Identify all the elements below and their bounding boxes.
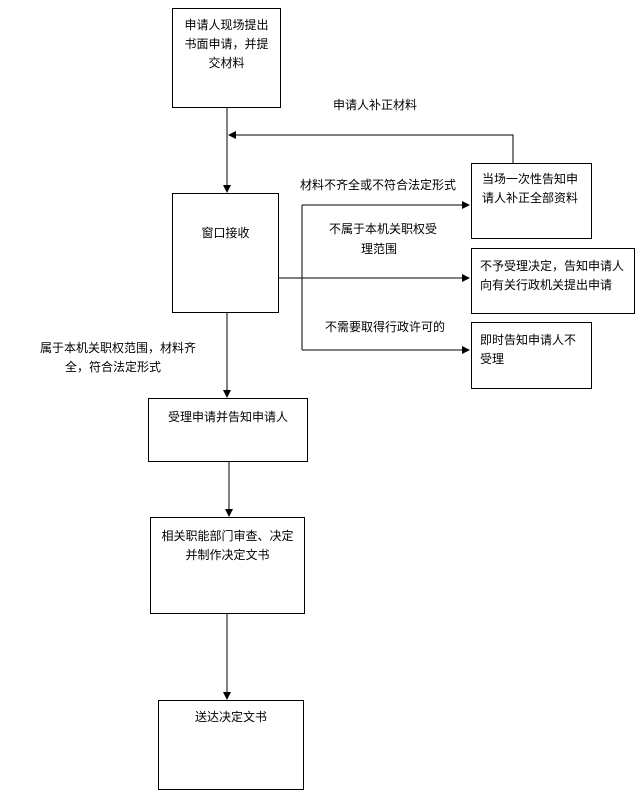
box-not-needed-notice: 即时告知申请人不 受理 [471, 322, 592, 389]
box-window-receive: 窗口接收 [172, 193, 279, 313]
label-resubmit: 申请人补正材料 [333, 98, 418, 112]
box-text: 当场一次性告知申 [482, 172, 579, 186]
box-text: 相关职能部门审查、决定 [161, 529, 294, 543]
box-text: 交材料 [208, 56, 245, 70]
label-out-of-scope-line2: 理范围 [361, 242, 398, 256]
label-no-license: 不需要取得行政许可的 [325, 320, 446, 334]
box-text: 受理 [480, 352, 505, 366]
box-submit-application: 申请人现场提出 书面申请，并提 交材料 [172, 8, 281, 108]
box-text: 申请人现场提出 [184, 18, 269, 32]
box-text: 请人补正全部资料 [482, 191, 579, 205]
arrow-resubmit-loop [228, 131, 514, 163]
box-text: 送达决定文书 [194, 710, 267, 724]
box-text: 并制作决定文书 [185, 548, 270, 562]
box-supplement-notice: 当场一次性告知申 请人补正全部资料 [471, 163, 592, 239]
label-qualified-line2: 全，符合法定形式 [65, 360, 162, 374]
label-incomplete: 材料不齐全或不符合法定形式 [300, 178, 457, 192]
box-accept-application: 受理申请并告知申请人 [148, 398, 308, 462]
label-out-of-scope-line1: 不属于本机关职权受 [329, 222, 438, 236]
box-text: 即时告知申请人不 [480, 333, 577, 347]
box-review-decision: 相关职能部门审查、决定 并制作决定文书 [150, 517, 305, 614]
box-text: 不予受理决定，告知申请人 [480, 259, 625, 273]
box-refuse-acceptance: 不予受理决定，告知申请人 向有关行政机关提出申请 [471, 248, 635, 314]
box-text: 受理申请并告知申请人 [167, 410, 288, 424]
label-qualified-line1: 属于本机关职权范围，材料齐 [40, 341, 197, 355]
box-text: 向有关行政机关提出申请 [480, 278, 613, 292]
box-text: 窗口接收 [201, 226, 250, 240]
box-deliver-document: 送达决定文书 [158, 700, 304, 790]
box-text: 书面申请，并提 [184, 37, 269, 51]
